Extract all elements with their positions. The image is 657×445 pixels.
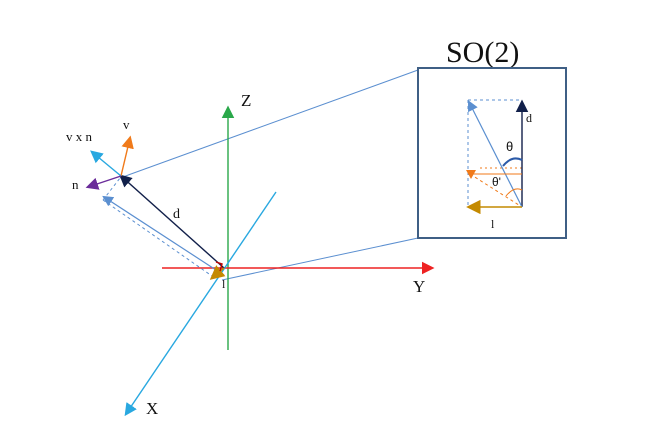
vector-n-arrow [85, 175, 122, 190]
axis-x-label: X [146, 399, 158, 418]
inset-theta-prime-arc [505, 188, 523, 197]
vector-v-label: v [123, 117, 130, 132]
projection-dashed-line-2 [102, 177, 121, 201]
zoom-line-bottom [221, 237, 419, 281]
projection-dashed-line [102, 199, 213, 277]
inset-theta-arc [502, 157, 523, 167]
inset-d-label: d [526, 111, 532, 125]
vector-v-cross-n-arrow [90, 150, 122, 177]
axis-z-label: Z [241, 91, 251, 110]
vector-l-arrow [209, 265, 226, 280]
axis-y-label: Y [413, 277, 425, 296]
vector-d-arrow [119, 174, 225, 269]
inset-theta-label: θ [506, 139, 513, 154]
vector-d-label: d [173, 207, 180, 222]
inset-l-label: l [491, 217, 495, 231]
inset-dashed-orange-diag [469, 173, 523, 208]
inset-title: SO(2) [446, 36, 519, 69]
inset-theta-prime-label: θ' [492, 175, 501, 189]
vector-n-label: n [72, 177, 79, 192]
zoom-line-top [119, 69, 419, 179]
vector-v-arrow [120, 135, 134, 177]
vector-projected-arrow [102, 195, 217, 271]
inset-orange-arrowhead [466, 170, 476, 179]
vector-l-label: l [222, 277, 226, 291]
inset-frame [417, 67, 567, 239]
x-axis [124, 191, 277, 417]
vector-v-cross-n-label: v x n [66, 129, 93, 144]
right-angle-marker [215, 261, 223, 272]
